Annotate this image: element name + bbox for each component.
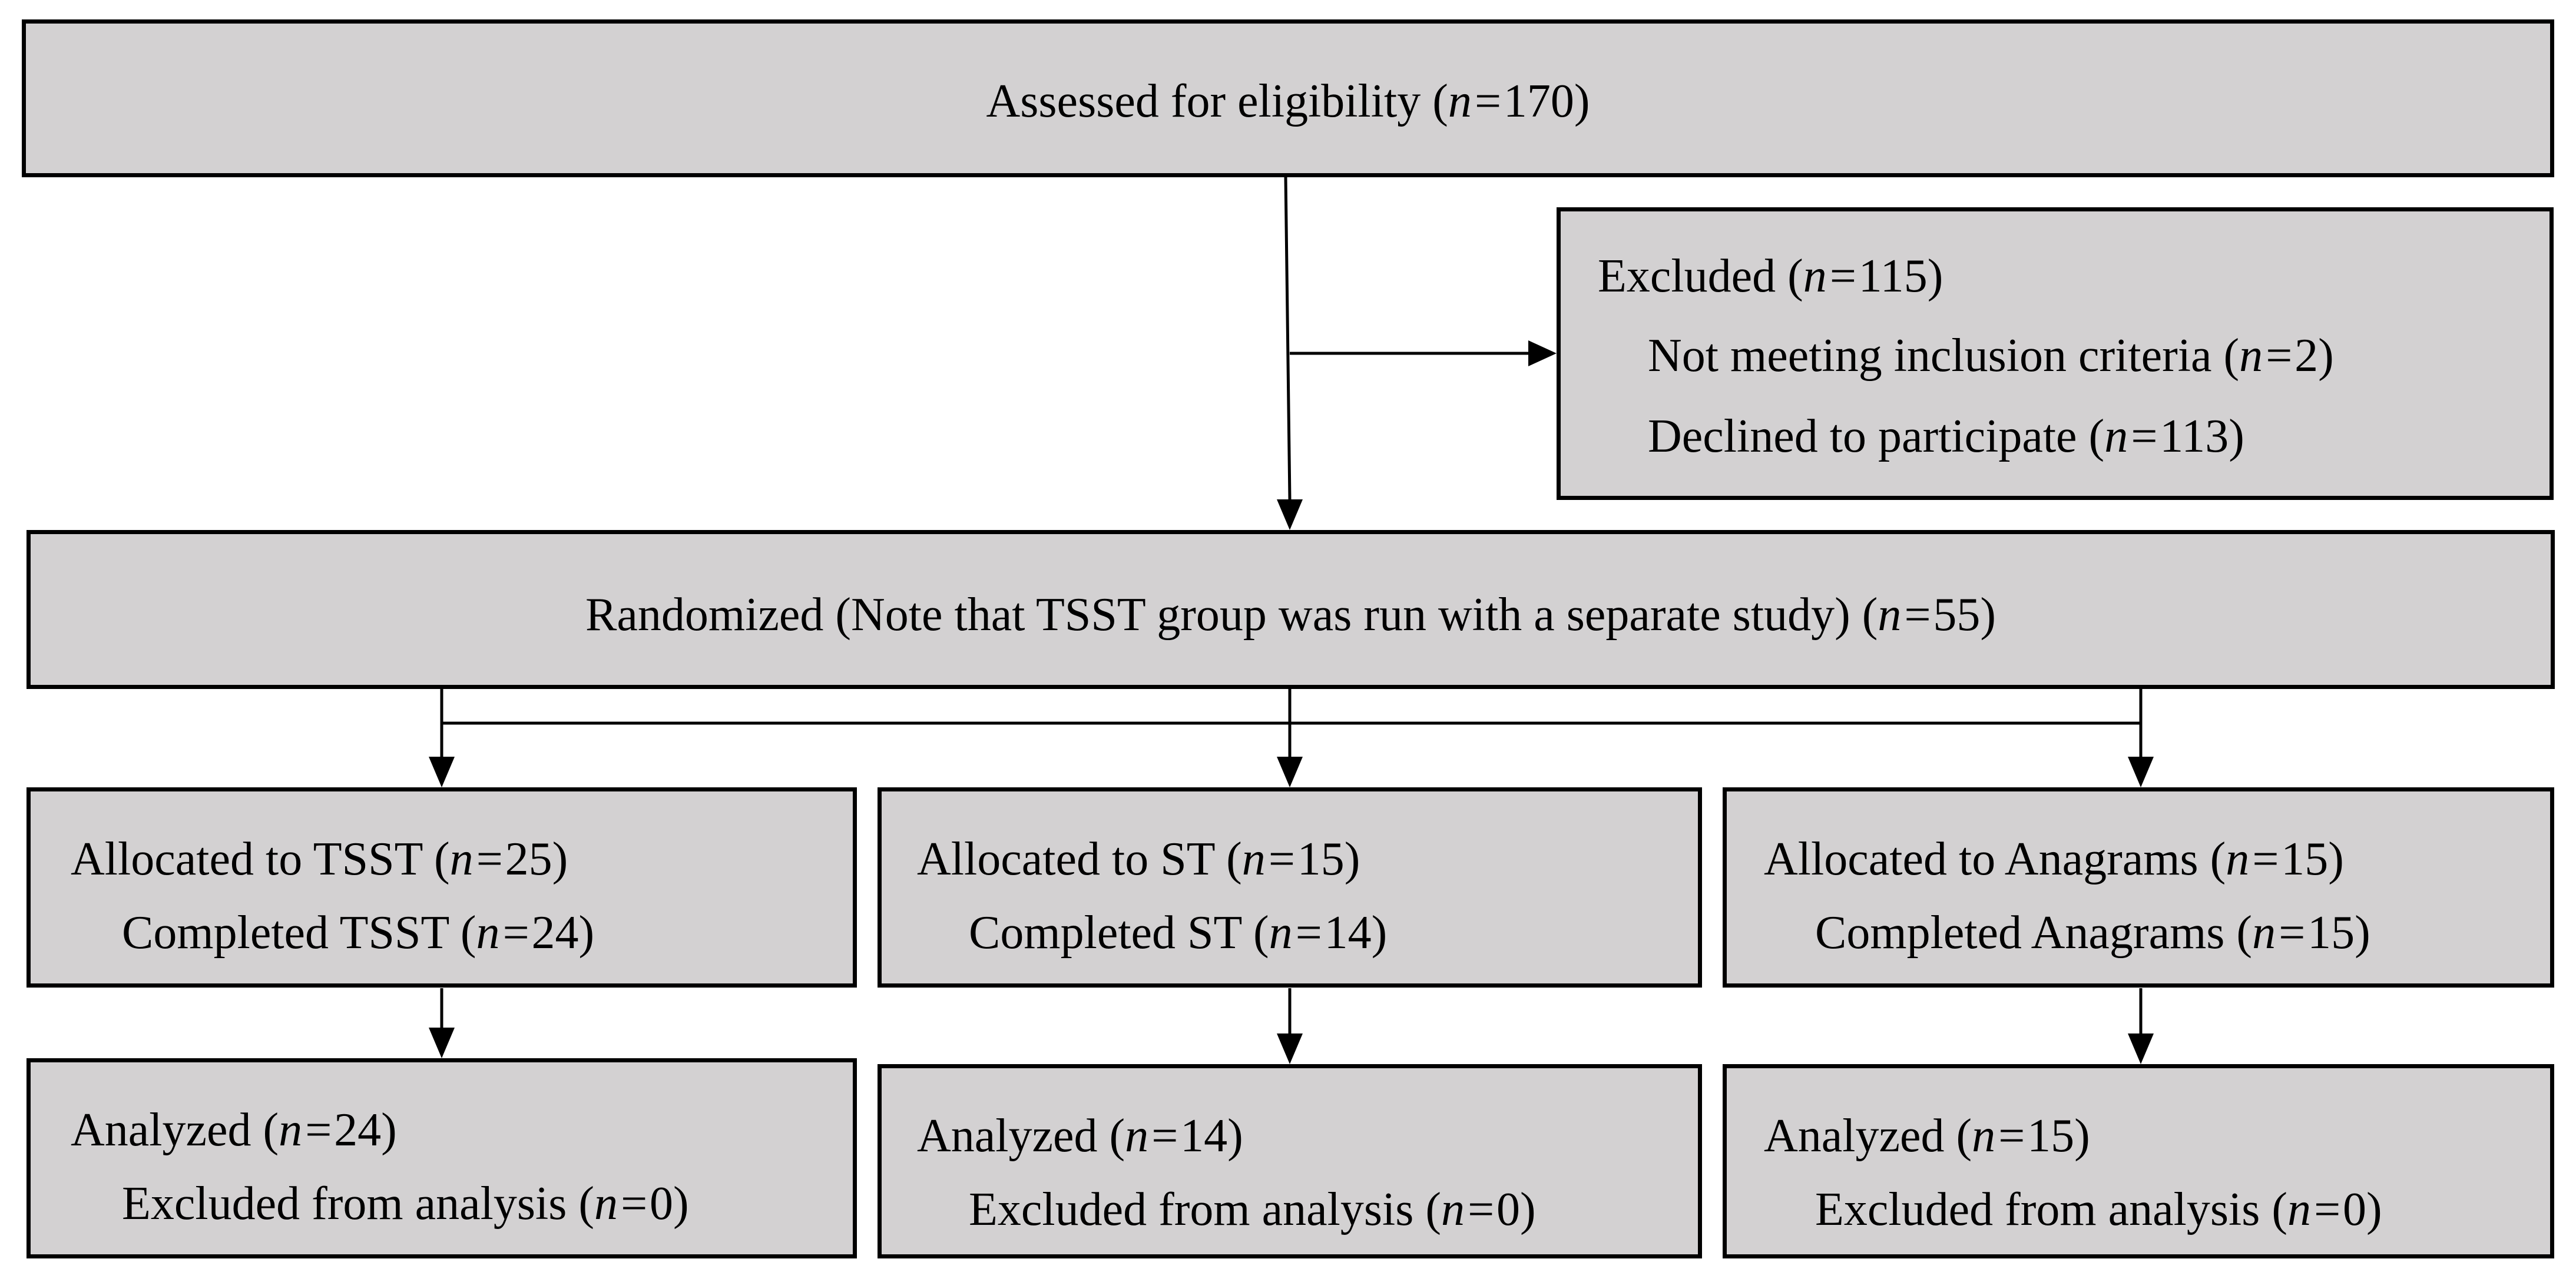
randomized-text: Randomized (Note that TSST group was run…: [585, 589, 1996, 641]
analyzed-anagrams-box: Analyzed (n=15) Excluded from analysis (…: [1723, 1064, 2554, 1258]
analyzed-anagrams-text: Analyzed (n=15): [1764, 1110, 2090, 1162]
randomized-box: Randomized (Note that TSST group was run…: [27, 530, 2555, 689]
completed-st-text: Completed ST (n=14): [969, 907, 1388, 959]
excluded-declined: Declined to participate (n=113): [1648, 410, 2244, 462]
connector-assessed-randomized: [1284, 176, 1292, 500]
allocated-st-text: Allocated to ST (n=15): [917, 833, 1360, 885]
analyzed-tsst-text: Analyzed (n=24): [71, 1104, 397, 1156]
analyzed-tsst-box: Analyzed (n=24) Excluded from analysis (…: [27, 1058, 857, 1258]
excluded-from-analysis-anagrams-text: Excluded from analysis (n=0): [1815, 1184, 2382, 1235]
assessed-box: Assessed for eligibility (n=170): [22, 19, 2554, 177]
arrowhead-st-analyzed: [1277, 1033, 1303, 1064]
analyzed-st-box: Analyzed (n=14) Excluded from analysis (…: [878, 1064, 1702, 1258]
completed-tsst-text: Completed TSST (n=24): [122, 907, 595, 959]
allocated-anagrams-text: Allocated to Anagrams (n=15): [1764, 833, 2344, 885]
excluded-box: Excluded (n=115) Not meeting inclusion c…: [1557, 207, 2554, 500]
allocated-anagrams-box: Allocated to Anagrams (n=15) Completed A…: [1723, 787, 2554, 988]
arrowhead-excluded: [1528, 340, 1557, 366]
allocated-tsst-text: Allocated to TSST (n=25): [71, 833, 568, 885]
allocated-tsst-box: Allocated to TSST (n=25) Completed TSST …: [27, 787, 857, 988]
excluded-not-meeting: Not meeting inclusion criteria (n=2): [1648, 330, 2334, 382]
arrowhead-anagrams: [2128, 757, 2154, 787]
analyzed-st-text: Analyzed (n=14): [917, 1110, 1243, 1162]
arrowhead-anagrams-analyzed: [2128, 1033, 2154, 1064]
completed-anagrams-text: Completed Anagrams (n=15): [1815, 907, 2370, 959]
allocated-st-box: Allocated to ST (n=15) Completed ST (n=1…: [878, 787, 1702, 988]
excluded-from-analysis-st-text: Excluded from analysis (n=0): [969, 1184, 1536, 1235]
arrowhead-tsst-analyzed: [429, 1028, 455, 1058]
excluded-from-analysis-tsst-text: Excluded from analysis (n=0): [122, 1178, 689, 1230]
arrowhead-randomized: [1277, 499, 1303, 530]
arrowhead-tsst: [429, 757, 455, 787]
arrowhead-st: [1277, 757, 1303, 787]
excluded-title: Excluded (n=115): [1598, 250, 1943, 302]
assessed-text: Assessed for eligibility (n=170): [986, 75, 1590, 127]
